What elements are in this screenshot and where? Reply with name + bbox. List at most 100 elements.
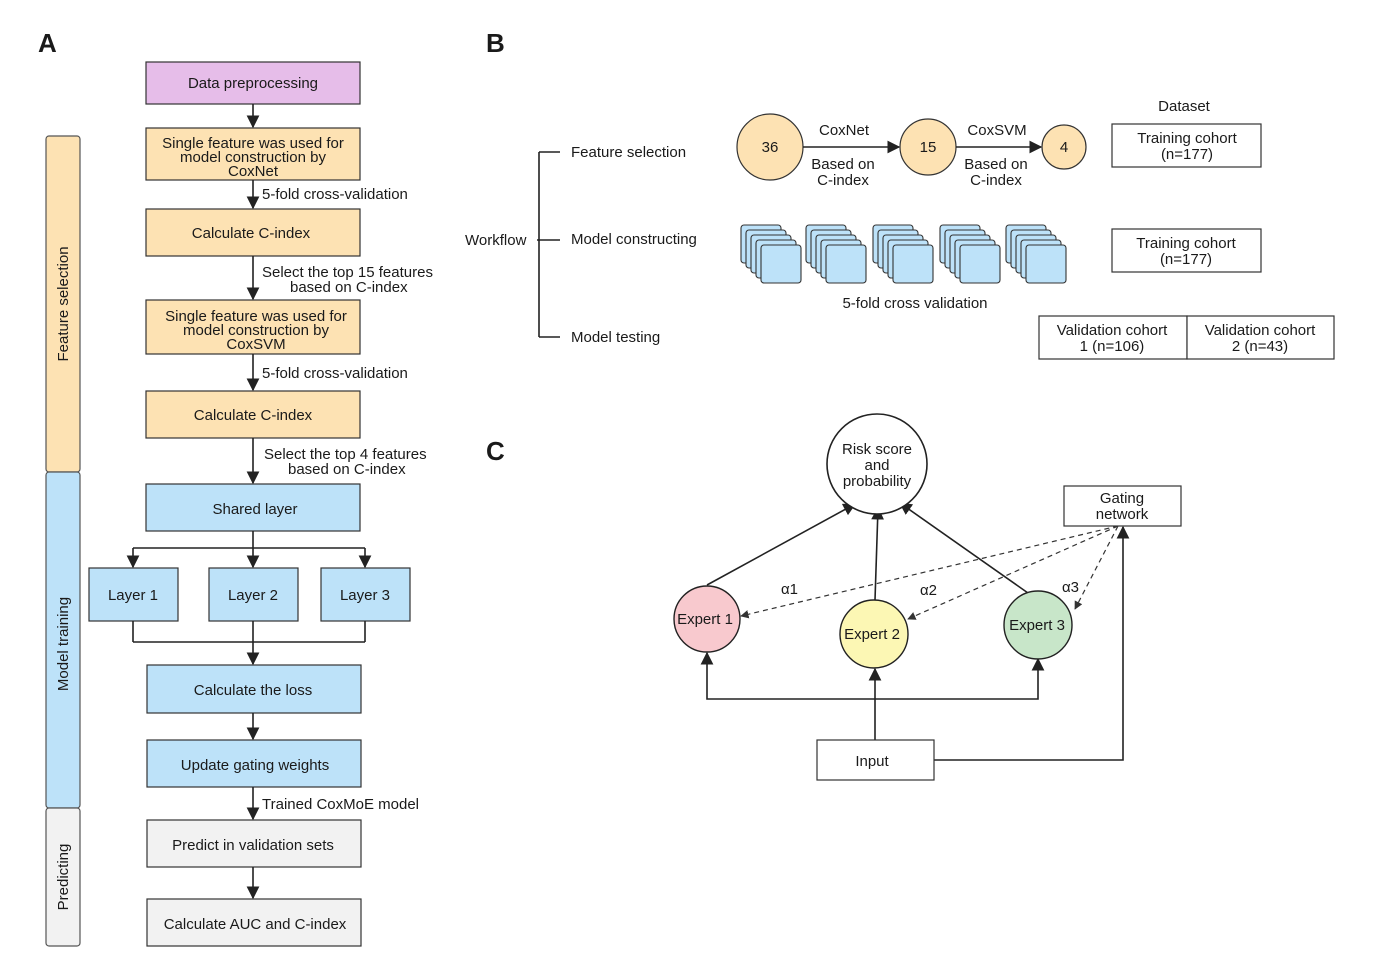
- box-calc-cindex-2: Calculate C-index: [145, 390, 361, 439]
- phase-bar-model-training: Model training: [45, 471, 81, 809]
- box-data-preprocessing-label: Data preprocessing: [188, 75, 318, 92]
- box-single-coxnet-line1: Single feature was used for: [162, 135, 344, 152]
- box-layer-3-label: Layer 3: [340, 587, 390, 604]
- box-single-coxsvm-line3: CoxSVM: [226, 336, 285, 353]
- label-coxnet: CoxNet: [819, 122, 870, 139]
- label-cv-2: 5-fold cross-validation: [262, 365, 408, 382]
- label-select-4-line1: Select the top 4 features: [264, 446, 427, 463]
- box-calc-loss-label: Calculate the loss: [194, 682, 312, 699]
- box-calc-cindex-2-label: Calculate C-index: [194, 407, 313, 424]
- panel-label-a: A: [38, 28, 57, 58]
- box-calc-cindex-1-label: Calculate C-index: [192, 225, 311, 242]
- circle-4-label: 4: [1060, 139, 1068, 156]
- node-risk: Risk score and probability: [826, 413, 928, 515]
- validation-cohort-box-1: [1038, 315, 1188, 360]
- box-shared-layer: Shared layer: [145, 483, 361, 532]
- node-risk-line2: and: [864, 457, 889, 474]
- node-expert-1: Expert 1: [673, 585, 741, 653]
- cv-fold-stack: [1005, 224, 1067, 284]
- label-select-4-line2: based on C-index: [288, 461, 406, 478]
- node-gating-line2: network: [1096, 506, 1149, 523]
- feature-count-circles: 36 15 4 CoxNet Based on C-index CoxSVM B…: [736, 113, 1087, 189]
- panel-a-arrows: [126, 104, 372, 900]
- label-alpha-3: α3: [1062, 579, 1079, 596]
- phase-label-feature-selection: Feature selection: [55, 246, 72, 361]
- training-cohort-1-line1: Training cohort: [1137, 130, 1237, 147]
- phase-label-model-training: Model training: [55, 597, 72, 691]
- box-data-preprocessing: Data preprocessing: [145, 61, 361, 105]
- node-risk-line3: probability: [843, 473, 912, 490]
- circle-15-label: 15: [920, 139, 937, 156]
- dataset-column: Dataset Training cohort (n=177) Training…: [1038, 98, 1335, 360]
- box-layer-2-label: Layer 2: [228, 587, 278, 604]
- validation-cohort-2-line1: Validation cohort: [1205, 322, 1316, 339]
- phase-bar-predicting: Predicting: [45, 807, 81, 947]
- validation-cohort-1-line1: Validation cohort: [1057, 322, 1168, 339]
- workflow-root-label: Workflow: [465, 232, 527, 249]
- label-select-15-line1: Select the top 15 features: [262, 264, 433, 281]
- box-single-coxnet-line2: model construction by: [180, 149, 326, 166]
- label-alpha-1: α1: [781, 581, 798, 598]
- box-layer-1-label: Layer 1: [108, 587, 158, 604]
- node-expert-2-label: Expert 2: [844, 626, 900, 643]
- panel-label-c: C: [486, 436, 505, 466]
- label-cv-folds: 5-fold cross validation: [842, 295, 987, 312]
- moe-edges: [700, 502, 1130, 761]
- panel-label-b: B: [486, 28, 505, 58]
- cv-fold-card: [1025, 244, 1067, 284]
- box-update-gating: Update gating weights: [146, 739, 362, 788]
- box-calc-auc: Calculate AUC and C-index: [146, 898, 362, 947]
- dataset-header: Dataset: [1158, 98, 1211, 115]
- label-cindex-1: C-index: [817, 172, 869, 189]
- node-input: Input: [816, 739, 935, 781]
- node-gating-line1: Gating: [1100, 490, 1144, 507]
- label-alpha-2: α2: [920, 582, 937, 599]
- box-calc-auc-label: Calculate AUC and C-index: [164, 916, 347, 933]
- node-input-label: Input: [855, 753, 889, 770]
- cv-fold-card: [892, 244, 934, 284]
- cv-fold-stacks: [740, 224, 1067, 284]
- node-expert-3-label: Expert 3: [1009, 617, 1065, 634]
- box-calc-cindex-1: Calculate C-index: [145, 208, 361, 257]
- validation-cohort-1-line2: 1 (n=106): [1080, 338, 1145, 355]
- box-layer-3: Layer 3: [320, 567, 411, 622]
- label-cindex-2: C-index: [970, 172, 1022, 189]
- training-cohort-box-1: [1111, 123, 1262, 168]
- box-update-gating-label: Update gating weights: [181, 757, 329, 774]
- cv-fold-stack: [872, 224, 934, 284]
- workflow-feature-selection-label: Feature selection: [571, 144, 686, 161]
- box-single-coxsvm-line2: model construction by: [183, 322, 329, 339]
- cv-fold-stack: [805, 224, 867, 284]
- validation-cohort-2-line2: 2 (n=43): [1232, 338, 1288, 355]
- label-based-on-2: Based on: [964, 156, 1027, 173]
- training-cohort-2-line2: (n=177): [1160, 251, 1212, 268]
- cv-fold-card: [959, 244, 1001, 284]
- workflow-model-constructing-label: Model constructing: [571, 231, 697, 248]
- box-calc-loss: Calculate the loss: [146, 664, 362, 714]
- label-based-on-1: Based on: [811, 156, 874, 173]
- training-cohort-2-line1: Training cohort: [1136, 235, 1236, 252]
- box-single-coxsvm-line1: Single feature was used for: [165, 308, 347, 325]
- box-layer-1: Layer 1: [88, 567, 179, 622]
- training-cohort-1-line2: (n=177): [1161, 146, 1213, 163]
- box-predict-validation: Predict in validation sets: [146, 819, 362, 868]
- label-select-15-line2: based on C-index: [290, 279, 408, 296]
- workflow-model-testing-label: Model testing: [571, 329, 660, 346]
- node-risk-line1: Risk score: [842, 441, 912, 458]
- cv-fold-card: [825, 244, 867, 284]
- cv-fold-card: [760, 244, 802, 284]
- training-cohort-box-2: [1111, 228, 1262, 273]
- box-single-coxnet: Single feature was used for model constr…: [145, 127, 361, 181]
- box-predict-validation-label: Predict in validation sets: [172, 837, 334, 854]
- phase-label-predicting: Predicting: [55, 844, 72, 911]
- cv-fold-stack: [740, 224, 802, 284]
- cv-fold-stack: [939, 224, 1001, 284]
- box-layer-2: Layer 2: [208, 567, 299, 622]
- box-shared-layer-label: Shared layer: [212, 501, 297, 518]
- node-expert-3: Expert 3: [1003, 590, 1073, 660]
- node-gating: Gating network: [1063, 485, 1182, 527]
- box-single-coxnet-line3: CoxNet: [228, 163, 279, 180]
- node-expert-1-label: Expert 1: [677, 611, 733, 628]
